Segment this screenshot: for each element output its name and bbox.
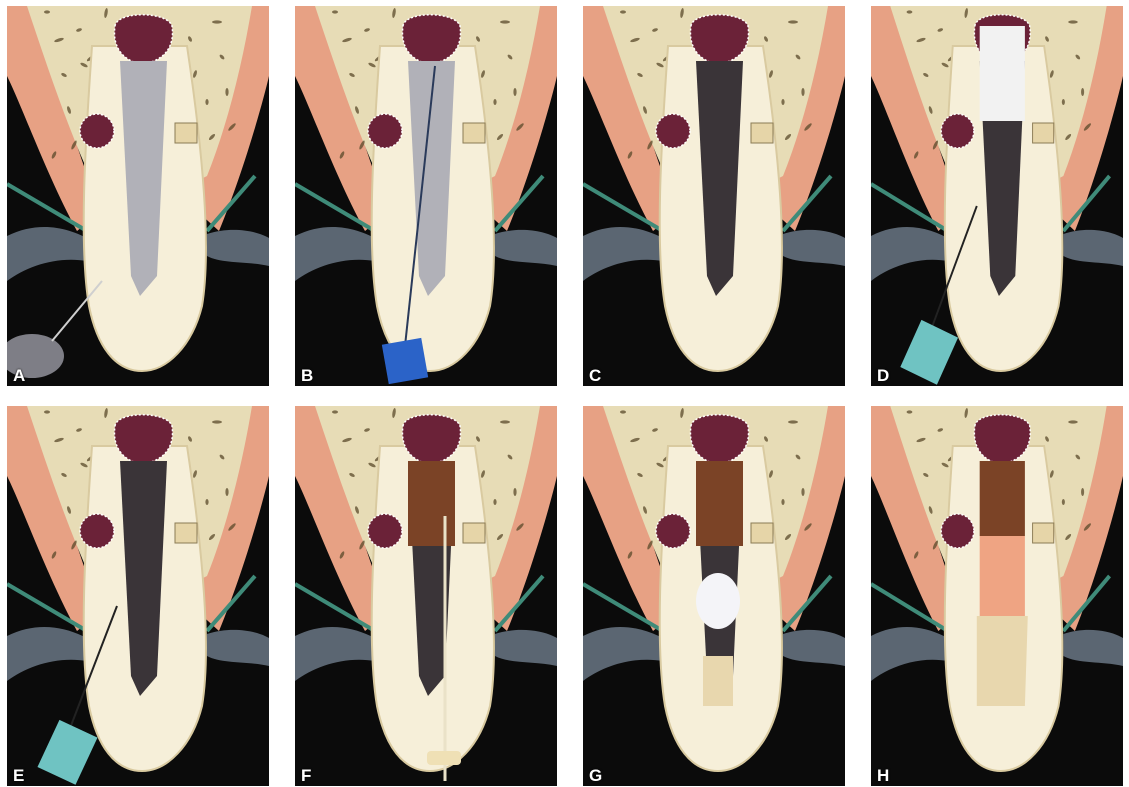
panel-illustration: [7, 6, 269, 386]
panel-illustration: [583, 406, 845, 786]
panel-label-f: F: [301, 767, 311, 784]
gauze-left: [295, 227, 380, 281]
beige-fill: [977, 616, 1028, 706]
accessory-canal: [175, 123, 197, 143]
accessory-canal: [463, 123, 485, 143]
accessory-canal: [175, 523, 197, 543]
panel-g: G: [583, 406, 845, 786]
panel-b: B: [295, 6, 557, 386]
panel-label-h: H: [877, 767, 889, 784]
coronal-white: [980, 26, 1025, 121]
lesion-lateral: [656, 514, 690, 548]
gauze-right: [1063, 230, 1123, 266]
gauze-right: [207, 630, 269, 666]
gauze-right: [783, 230, 845, 266]
lesion-lateral: [656, 114, 690, 148]
panel-illustration: [295, 406, 557, 786]
gauze-right: [495, 230, 557, 266]
panel-f: F: [295, 406, 557, 786]
lesion-lateral: [368, 514, 402, 548]
lesion-lateral: [941, 514, 974, 548]
lesion-lateral: [941, 114, 974, 148]
gauze-left: [583, 627, 668, 681]
panel-illustration: [7, 406, 269, 786]
gauze-right: [207, 230, 269, 266]
beige-fill: [703, 656, 733, 706]
brown-fill: [696, 461, 743, 546]
pink-fill: [980, 536, 1025, 616]
gauze-right: [1063, 630, 1123, 666]
panel-label-g: G: [589, 767, 602, 784]
syringe-icon: [37, 720, 97, 785]
panel-illustration: [583, 6, 845, 386]
gauze-left: [295, 627, 380, 681]
gauze-left: [871, 227, 953, 281]
lesion-lateral: [368, 114, 402, 148]
gauze-left: [7, 627, 92, 681]
brown-fill: [980, 461, 1025, 536]
panel-h: H: [871, 406, 1123, 786]
lesion-lateral: [80, 114, 114, 148]
panel-label-b: B: [301, 367, 313, 384]
accessory-canal: [463, 523, 485, 543]
lesion-lateral: [80, 514, 114, 548]
panel-a: A: [7, 6, 269, 386]
panel-illustration: [871, 6, 1123, 386]
syringe-icon: [900, 320, 958, 385]
accessory-canal: [1033, 523, 1054, 543]
plugger-icon: [427, 751, 461, 765]
panel-label-e: E: [13, 767, 24, 784]
gauze-right: [783, 630, 845, 666]
accessory-canal: [1033, 123, 1054, 143]
panel-illustration: [295, 6, 557, 386]
panel-label-c: C: [589, 367, 601, 384]
brown-fill: [408, 461, 455, 546]
panel-label-a: A: [13, 367, 25, 384]
panel-d: D: [871, 6, 1123, 386]
panel-e: E: [7, 406, 269, 786]
accessory-canal: [751, 523, 773, 543]
accessory-canal: [751, 123, 773, 143]
panel-label-d: D: [877, 367, 889, 384]
gauze-left: [871, 627, 953, 681]
gauze-left: [7, 227, 92, 281]
gauze-left: [583, 227, 668, 281]
file-icon: [382, 338, 428, 384]
panel-c: C: [583, 6, 845, 386]
cotton-pellet: [696, 573, 740, 629]
panel-illustration: [871, 406, 1123, 786]
gauze-right: [495, 630, 557, 666]
